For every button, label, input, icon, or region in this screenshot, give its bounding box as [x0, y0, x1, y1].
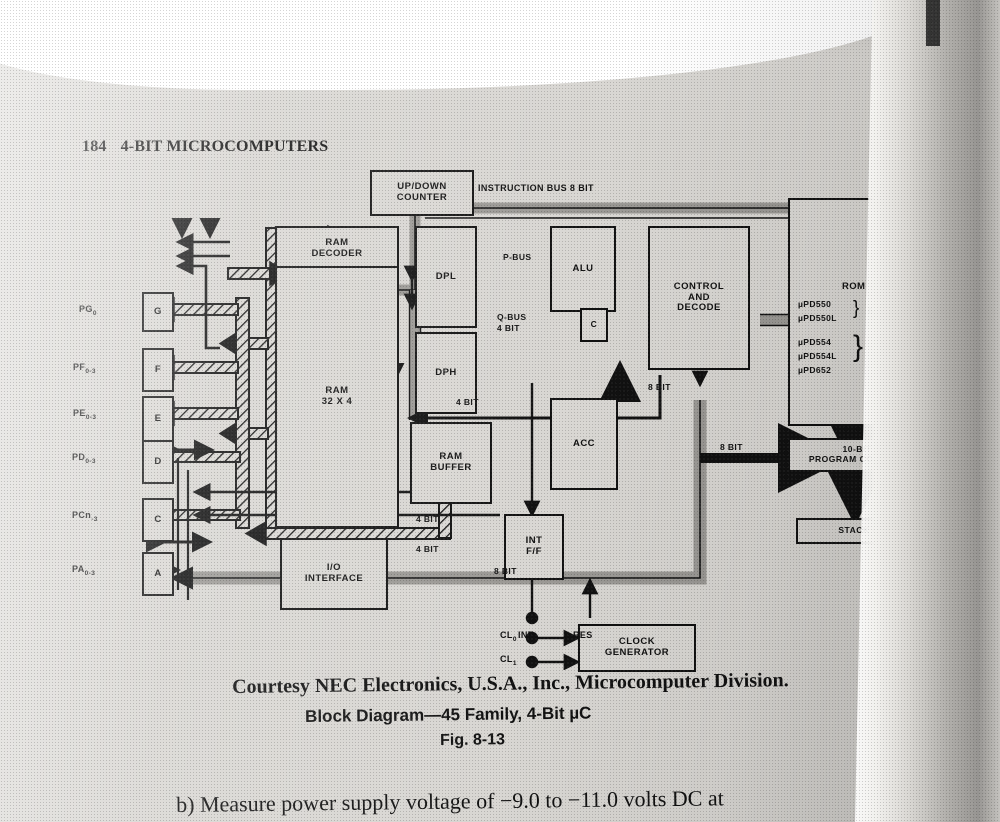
label-4bit-upper: 4 BIT — [416, 514, 439, 524]
label-q-bus: Q-BUS 4 BIT — [497, 312, 527, 333]
signal-label-int: INT — [518, 630, 534, 640]
port-label-PD: PD0-3 — [72, 452, 96, 465]
block-carry-flag: C — [580, 308, 608, 342]
rom-group-2-brace: } — [853, 330, 864, 363]
block-ram-buffer: RAM BUFFER — [410, 422, 492, 504]
port-block-G: G — [142, 292, 174, 332]
block-acc: ACC — [550, 398, 618, 490]
label-p-bus: P-BUS — [503, 252, 532, 262]
running-head: 4-BIT MICROCOMPUTERS — [120, 138, 329, 155]
rom-group-2-part-1: µPD554 — [798, 337, 832, 347]
rom-group-1-part-1: µPD550 — [798, 299, 832, 309]
port-block-A: A — [142, 552, 174, 596]
rom-title: ROM — [842, 281, 866, 292]
port-label-PG: PG0 — [79, 304, 97, 317]
caption-title: Block Diagram—45 Family, 4-Bit µC — [305, 703, 592, 726]
signal-label-res: RES — [573, 630, 593, 640]
rom-group-1-part-2: µPD550L — [798, 313, 837, 323]
port-label-PF: PF0-3 — [73, 362, 96, 375]
block-control-and-decode: CONTROL AND DECODE — [648, 226, 750, 370]
page-number: 184 — [82, 138, 107, 155]
label-8bit-io: 8 BIT — [494, 566, 517, 576]
label-8bit-pc: 8 BIT — [720, 442, 743, 452]
port-block-C: C — [142, 498, 174, 542]
rom-group-2-part-2: µPD554L — [798, 351, 837, 361]
block-io-interface: I/O INTERFACE — [280, 538, 388, 610]
block-alu: ALU — [550, 226, 616, 312]
block-up-down-counter: UP/DOWN COUNTER — [370, 170, 474, 216]
port-block-F: F — [142, 348, 174, 392]
block-diagram: UP/DOWN COUNTER RAM DECODER RAM 32 X 4 D… — [60, 170, 940, 672]
block-clock-generator: CLOCK GENERATOR — [578, 624, 696, 672]
rom-group-2-part-3: µPD652 — [798, 365, 832, 375]
page-header: 184 4-BIT MICROCOMPUTERS — [82, 138, 328, 156]
port-label-PE: PE0-3 — [73, 408, 97, 421]
page-gutter-shadow — [855, 0, 1000, 822]
rom-group-1-brace: } — [853, 298, 860, 319]
port-label-PC: PCn-3 — [72, 510, 98, 523]
signal-label-cl1: CL1 — [500, 654, 517, 667]
signal-label-cl0: CL0 — [500, 630, 517, 643]
gutter-dark-notch — [926, 0, 940, 46]
port-block-D: D — [142, 440, 174, 484]
label-8bit-control: 8 BIT — [648, 382, 671, 392]
label-instruction-bus: INSTRUCTION BUS 8 BIT — [478, 183, 594, 193]
block-ram: RAM 32 X 4 — [275, 266, 399, 528]
port-block-E: E — [142, 396, 174, 442]
block-dpl: DPL — [415, 226, 477, 328]
label-4bit-dph: 4 BIT — [456, 397, 479, 407]
label-4bit-lower: 4 BIT — [416, 544, 439, 554]
port-label-PA: PA0-3 — [72, 564, 96, 577]
caption-figure-number: Fig. 8-13 — [440, 731, 506, 749]
